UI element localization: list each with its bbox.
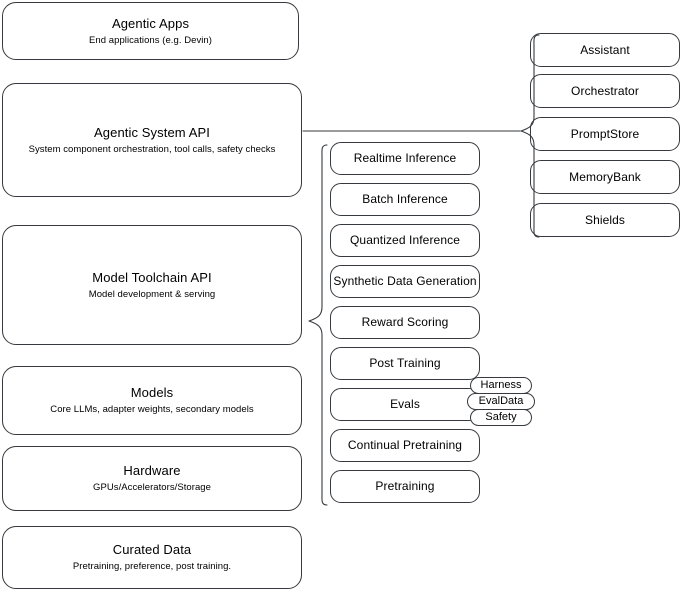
layer-subtitle: System component orchestration, tool cal… xyxy=(28,143,276,155)
layer-hardware[interactable]: Hardware GPUs/Accelerators/Storage xyxy=(2,446,302,511)
item-title: PromptStore xyxy=(570,126,640,141)
layer-subtitle: Core LLMs, adapter weights, secondary mo… xyxy=(50,404,254,415)
layer-title: Models xyxy=(130,385,174,400)
item-title: Orchestrator xyxy=(571,83,639,98)
layer-title: Agentic Apps xyxy=(111,15,190,31)
item-title: Synthetic Data Generation xyxy=(333,274,477,288)
item-continual-pretraining[interactable]: Continual Pretraining xyxy=(330,429,480,462)
item-title: Continual Pretraining xyxy=(347,438,463,452)
item-pretraining[interactable]: Pretraining xyxy=(330,470,480,503)
item-title: Realtime Inference xyxy=(353,151,457,165)
layer-subtitle: Model development & serving xyxy=(88,288,216,300)
pill-evaldata[interactable]: EvalData xyxy=(467,393,535,410)
layer-subtitle: Pretraining, preference, post training. xyxy=(72,561,232,572)
item-quantized-inference[interactable]: Quantized Inference xyxy=(330,224,480,257)
item-memorybank[interactable]: MemoryBank xyxy=(530,160,680,194)
item-title: Post Training xyxy=(369,356,441,370)
pill-label: EvalData xyxy=(478,395,524,407)
item-title: Shields xyxy=(584,212,626,227)
pill-safety[interactable]: Safety xyxy=(470,409,532,426)
layer-title: Curated Data xyxy=(112,542,192,557)
pill-label: Safety xyxy=(485,411,517,423)
item-title: Reward Scoring xyxy=(361,315,449,329)
pill-label: Harness xyxy=(480,379,522,391)
item-promptstore[interactable]: PromptStore xyxy=(530,117,680,151)
layer-model-toolchain-api[interactable]: Model Toolchain API Model development & … xyxy=(2,225,302,345)
layer-curated-data[interactable]: Curated Data Pretraining, preference, po… xyxy=(2,526,302,589)
item-assistant[interactable]: Assistant xyxy=(530,33,680,67)
layer-title: Agentic System API xyxy=(94,124,210,140)
layer-models[interactable]: Models Core LLMs, adapter weights, secon… xyxy=(2,366,302,435)
item-reward-scoring[interactable]: Reward Scoring xyxy=(330,306,480,339)
layer-agentic-system-api[interactable]: Agentic System API System component orch… xyxy=(2,83,302,197)
layer-subtitle: GPUs/Accelerators/Storage xyxy=(93,482,211,493)
brace-middle xyxy=(308,144,328,506)
item-title: Evals xyxy=(390,397,420,411)
item-shields[interactable]: Shields xyxy=(530,203,680,237)
item-batch-inference[interactable]: Batch Inference xyxy=(330,183,480,216)
item-title: MemoryBank xyxy=(569,169,641,184)
item-realtime-inference[interactable]: Realtime Inference xyxy=(330,142,480,175)
item-title: Pretraining xyxy=(375,479,435,493)
layer-subtitle: End applications (e.g. Devin) xyxy=(89,34,212,46)
item-evals[interactable]: Evals xyxy=(330,388,480,421)
layer-title: Hardware xyxy=(123,463,181,478)
item-synthetic-data-generation[interactable]: Synthetic Data Generation xyxy=(330,265,480,298)
item-title: Batch Inference xyxy=(362,192,448,206)
pill-harness[interactable]: Harness xyxy=(470,377,532,394)
layer-title: Model Toolchain API xyxy=(92,269,212,285)
layer-agentic-apps[interactable]: Agentic Apps End applications (e.g. Devi… xyxy=(2,2,299,60)
item-orchestrator[interactable]: Orchestrator xyxy=(530,74,680,108)
item-post-training[interactable]: Post Training xyxy=(330,347,480,380)
item-title: Quantized Inference xyxy=(350,233,460,247)
item-title: Assistant xyxy=(580,42,630,57)
